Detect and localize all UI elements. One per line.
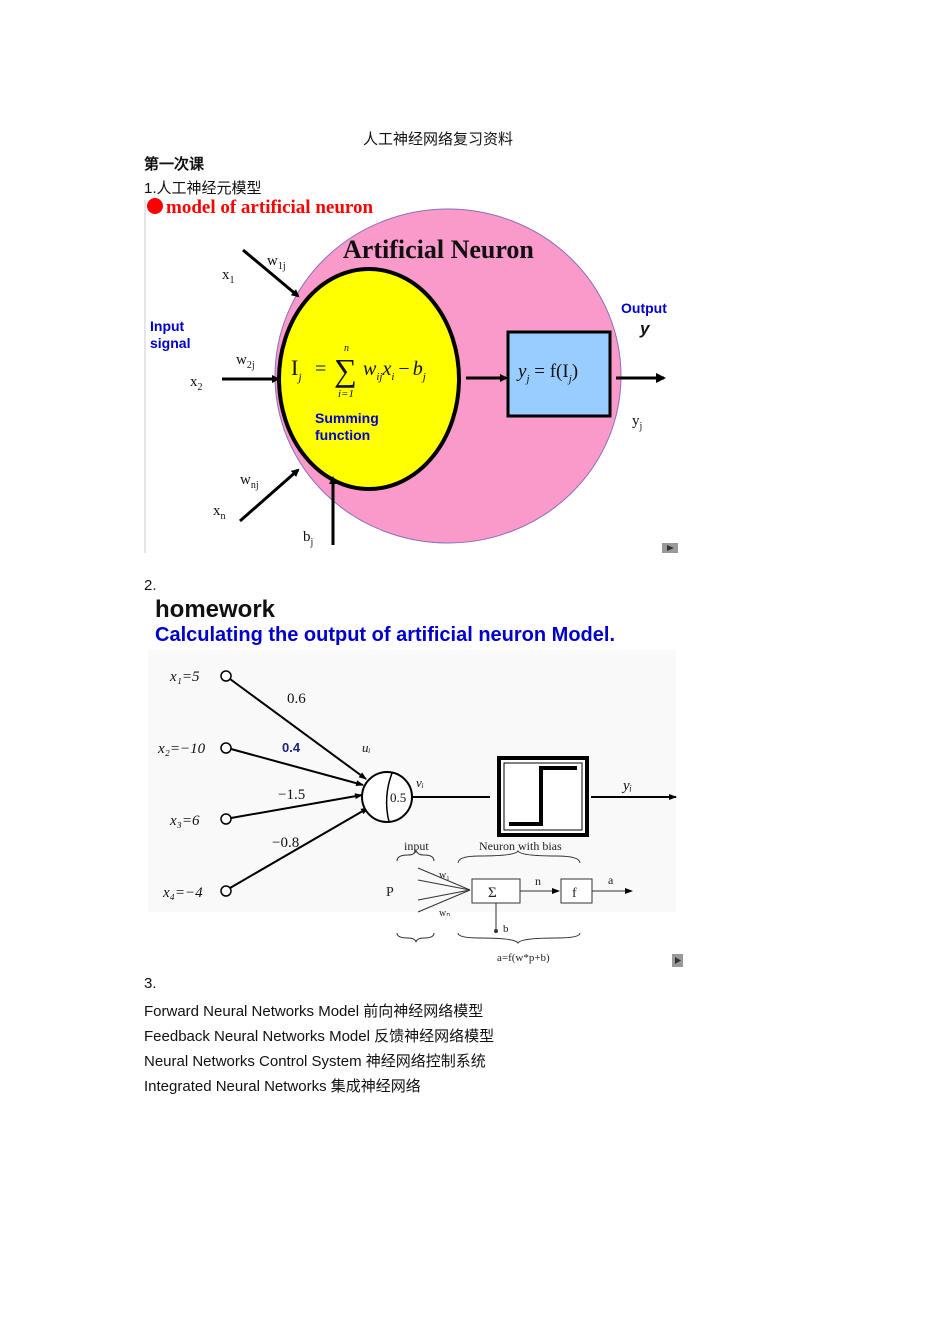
bullet-dot [147, 198, 163, 214]
weight-wnj: wnj [240, 472, 259, 491]
input-node-3 [220, 813, 232, 825]
summing-label-2: function [315, 427, 370, 443]
threshold-value: 0.5 [390, 790, 406, 805]
bias-bj: bj [303, 529, 313, 548]
list-item: Feedback Neural Networks Model 反馈神经网络模型 [144, 1028, 495, 1045]
svg-text:a: a [608, 873, 614, 887]
output-symbol: y [639, 319, 651, 338]
svg-text:=: = [315, 358, 326, 380]
weight-w1j: w1j [267, 253, 286, 272]
svg-text:Ij: Ij [291, 355, 302, 384]
section-3-label: 3. [144, 975, 157, 992]
output-label: Output [621, 300, 667, 316]
lesson-heading: 第一次课 [144, 156, 205, 173]
svg-text:w₁: w₁ [439, 870, 450, 881]
svg-text:Neuron with bias: Neuron with bias [479, 839, 562, 853]
input-node-4 [220, 885, 232, 897]
list-item: Neural Networks Control System 神经网络控制系统 [144, 1053, 486, 1070]
homework-subtitle: Calculating the output of artificial neu… [155, 624, 615, 646]
artificial-neuron-figure: model of artificial neuron Artificial Ne… [144, 197, 678, 553]
input-xn: xn [213, 503, 226, 522]
input-arrow-n [239, 468, 300, 523]
list-item: Forward Neural Networks Model 前向神经网络模型 [144, 1003, 484, 1020]
svg-text:wₙ: wₙ [439, 908, 450, 919]
input-x2: x2 [190, 374, 203, 393]
weight-3: −1.5 [278, 787, 305, 803]
input-x1-label: x₁=5 [169, 669, 200, 685]
weight-2: 0.4 [282, 740, 301, 755]
step-function-box [497, 756, 589, 837]
play-icon[interactable] [662, 543, 678, 553]
input-arrow-1 [242, 248, 300, 298]
input-node-2 [220, 742, 232, 754]
input-x3-label: x₃=6 [169, 813, 200, 829]
list-item: Integrated Neural Networks 集成神经网络 [144, 1078, 421, 1095]
y-label: yᵢ [621, 778, 632, 794]
svg-text:b: b [503, 923, 509, 935]
weight-w2j: w2j [236, 352, 255, 371]
neuron-title: Artificial Neuron [343, 235, 534, 264]
neuron-with-bias-diagram: input Neuron with bias P w₁ wₙ Σ n f a b… [386, 839, 633, 964]
svg-text:∑: ∑ [334, 352, 357, 388]
input-x4-label: x₄=−4 [162, 885, 203, 901]
weight-4: −0.8 [272, 835, 299, 851]
input-signal-label-1: Input [150, 318, 185, 334]
summing-label-1: Summing [315, 410, 379, 426]
homework-title: homework [155, 596, 276, 623]
play-icon[interactable] [672, 954, 683, 967]
output-yj: yj [632, 413, 642, 432]
svg-text:wijxi−bj: wijxi−bj [363, 358, 426, 383]
svg-text:P: P [386, 885, 394, 900]
input-x2-label: x₂=−10 [157, 741, 206, 757]
weight-1: 0.6 [287, 691, 306, 707]
figure-caption: model of artificial neuron [166, 197, 373, 218]
u-label: uᵢ [362, 740, 371, 755]
svg-text:input: input [404, 839, 429, 853]
input-node-1 [220, 670, 232, 682]
svg-text:Σ: Σ [488, 885, 497, 901]
activation-formula: yj = f(Ij) [516, 361, 578, 385]
section-2-label: 2. [144, 577, 157, 594]
input-signal-label-2: signal [150, 335, 190, 351]
svg-text:i=1: i=1 [338, 388, 354, 400]
svg-text:n: n [344, 343, 349, 354]
activation-box [506, 330, 612, 418]
document-title: 人工神经网络复习资料 [362, 130, 513, 148]
svg-text:n: n [535, 874, 541, 888]
svg-text:f: f [572, 886, 577, 901]
figure-background [148, 650, 676, 912]
section-1-label: 1.人工神经元模型 [144, 180, 262, 197]
v-label: vᵢ [416, 775, 424, 790]
summing-formula: Ij = ∑ n i=1 wijxi−bj [291, 343, 426, 400]
svg-text:a=f(w*p+b): a=f(w*p+b) [497, 952, 550, 964]
homework-neuron-figure: x₁=5 x₂=−10 x₃=6 x₄=−4 0.6 0.4 −1.5 −0.8… [148, 650, 683, 967]
input-x1: x1 [222, 267, 235, 286]
